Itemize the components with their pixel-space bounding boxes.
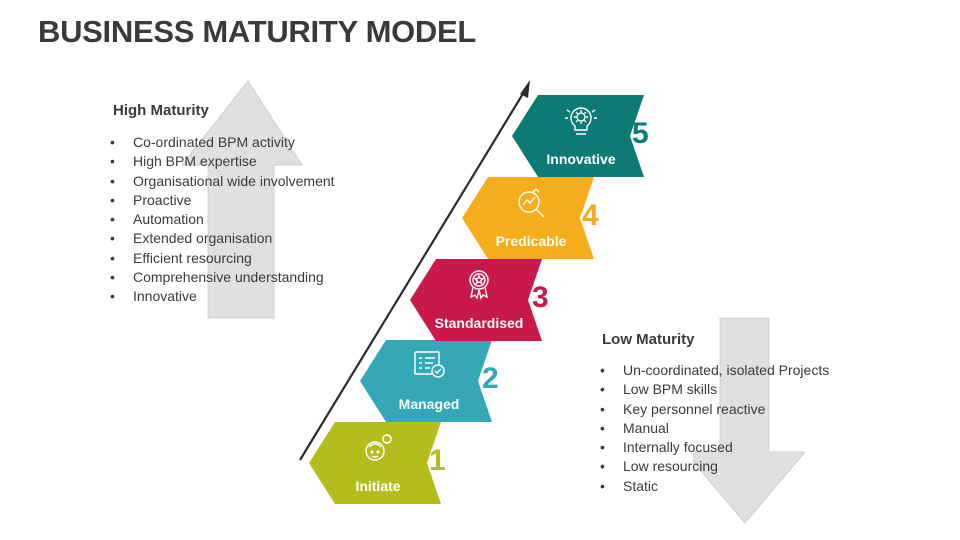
idea-person-icon xyxy=(365,434,392,461)
list-item: Comprehensive understanding xyxy=(108,268,335,288)
list-item: Low resourcing xyxy=(598,457,829,477)
list-item: Efficient resourcing xyxy=(108,249,335,269)
stage-label: Managed xyxy=(398,396,460,412)
stage-managed: Managed xyxy=(360,340,498,422)
list-item: Co-ordinated BPM activity xyxy=(108,133,335,153)
stage-predicable: Predicable xyxy=(462,177,600,259)
list-item: Internally focused xyxy=(598,438,829,458)
list-item: Organisational wide involvement xyxy=(108,172,335,192)
gear-idea-icon xyxy=(565,107,597,135)
high-maturity-list: Co-ordinated BPM activity High BPM exper… xyxy=(108,133,335,307)
list-item: Automation xyxy=(108,210,335,230)
chevron-shape xyxy=(512,95,644,177)
list-item: High BPM expertise xyxy=(108,152,335,172)
stage-number: 1 xyxy=(429,444,446,477)
list-item: Un-coordinated, isolated Projects xyxy=(598,361,829,381)
stage-standardised: Standardised xyxy=(410,259,548,341)
checklist-icon xyxy=(414,351,445,378)
magnifier-trend-icon xyxy=(518,188,545,218)
list-item: Innovative xyxy=(108,287,335,307)
stage-number: 5 xyxy=(632,117,649,150)
low-maturity-heading: Low Maturity xyxy=(602,331,695,348)
stage-number: 2 xyxy=(482,362,499,395)
stage-label: Predicable xyxy=(495,233,567,249)
award-badge-icon xyxy=(469,270,489,300)
high-maturity-heading: High Maturity xyxy=(113,102,209,119)
list-item: Manual xyxy=(598,419,829,439)
stage-innovative: Innovative xyxy=(512,95,650,177)
chevron-shape xyxy=(309,422,441,504)
stage-number: 4 xyxy=(582,199,599,232)
stage-number: 3 xyxy=(532,281,549,314)
chevron-shape xyxy=(410,259,542,341)
list-item: Static xyxy=(598,477,829,497)
stage-label: Innovative xyxy=(546,151,616,167)
chevron-shape xyxy=(360,340,492,422)
low-maturity-list: Un-coordinated, isolated Projects Low BP… xyxy=(598,361,829,496)
list-item: Extended organisation xyxy=(108,229,335,249)
list-item: Low BPM skills xyxy=(598,380,829,400)
stage-initiate: Initiate xyxy=(309,422,447,504)
list-item: Proactive xyxy=(108,191,335,211)
stage-label: Initiate xyxy=(355,478,401,494)
list-item: Key personnel reactive xyxy=(598,400,829,420)
page-title: BUSINESS MATURITY MODEL xyxy=(38,14,477,49)
stage-label: Standardised xyxy=(434,315,524,331)
chevron-shape xyxy=(462,177,594,259)
